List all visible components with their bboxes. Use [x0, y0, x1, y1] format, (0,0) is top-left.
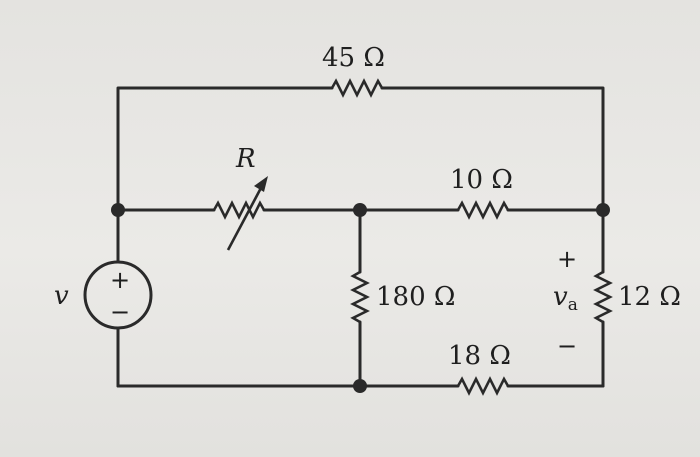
- wire-top-left: [116, 86, 334, 212]
- label-va-sub: a: [568, 295, 578, 315]
- label-180-ohm: 180 Ω: [376, 282, 455, 312]
- branch-12: [593, 208, 613, 388]
- node-left-middle: [111, 203, 125, 217]
- label-12-ohm: 12 Ω: [618, 282, 681, 312]
- node-right-middle: [596, 203, 610, 217]
- label-10-ohm: 10 Ω: [450, 165, 513, 195]
- label-va: va: [553, 282, 578, 315]
- wire-top-right: [380, 86, 605, 212]
- node-center-bottom: [353, 379, 367, 393]
- label-18-ohm: 18 Ω: [448, 341, 511, 371]
- branch-180: [350, 208, 370, 388]
- label-va-name: v: [553, 282, 568, 312]
- variable-arrow-head: [254, 176, 268, 192]
- label-45-ohm: 45 Ω: [322, 43, 385, 73]
- resistor-12: [593, 270, 613, 324]
- resistor-variable-r: [212, 200, 266, 220]
- va-minus-sign: −: [557, 332, 577, 360]
- bottom-branch: [116, 376, 605, 396]
- node-center-middle: [353, 203, 367, 217]
- resistor-45: [330, 78, 384, 98]
- label-source-v: v: [54, 281, 69, 311]
- label-variable-r: R: [235, 144, 256, 174]
- variable-arrow-shaft: [226, 185, 264, 251]
- source-minus-sign: −: [110, 298, 130, 326]
- top-branch: [116, 78, 605, 212]
- va-plus-sign: +: [557, 245, 577, 273]
- resistor-10: [456, 200, 510, 220]
- source-branch: [83, 208, 153, 388]
- resistor-18: [456, 376, 510, 396]
- source-plus-sign: +: [110, 266, 130, 294]
- resistor-180: [350, 270, 370, 324]
